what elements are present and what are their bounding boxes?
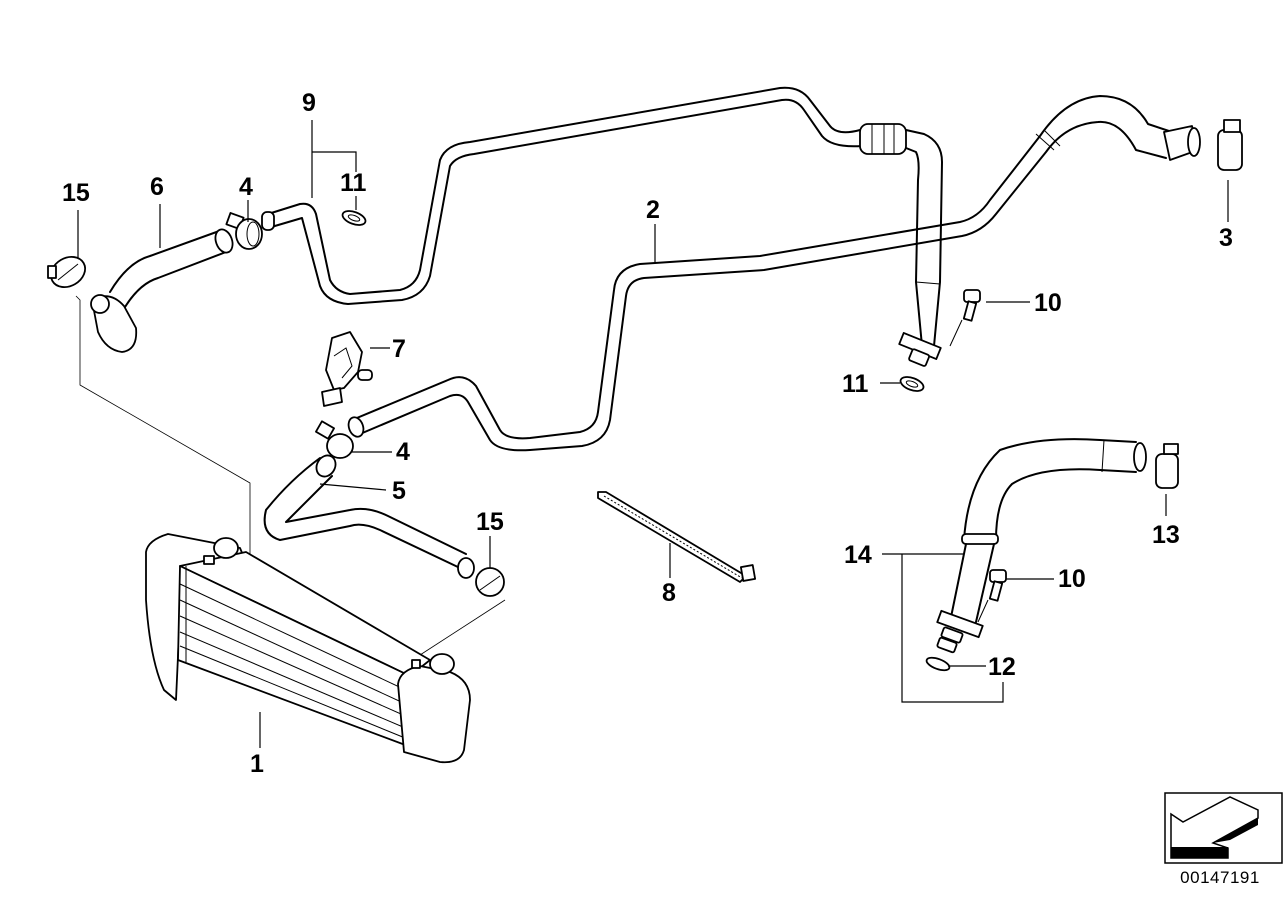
hose-clamp-upper[interactable] [225,212,263,250]
hose-clamp[interactable] [1217,119,1243,171]
hose-clamp-cooler[interactable] [475,567,505,597]
callout-6[interactable]: 6 [150,173,164,201]
oil-line-long[interactable] [346,95,1201,452]
screw-lower[interactable] [977,569,1007,623]
callout-2[interactable]: 2 [646,196,660,224]
oil-cooler[interactable] [145,533,471,764]
hose-upper[interactable] [90,227,236,353]
holder-bracket[interactable] [321,331,373,407]
hose-clamp-right[interactable] [1155,443,1179,489]
catalog-number: 00147191 [1180,868,1260,887]
screw-upper[interactable] [949,289,981,347]
callout-9[interactable]: 9 [302,89,316,117]
leader-lines [77,120,1229,748]
callout-11a[interactable]: 11 [340,169,367,197]
hose-clamp-left[interactable] [45,251,90,293]
callout-12[interactable]: 12 [988,653,1016,681]
cable-tie[interactable] [597,491,757,583]
o-ring[interactable] [925,655,951,673]
callout-4a[interactable]: 4 [239,173,253,201]
callout-15b[interactable]: 15 [476,508,504,536]
sealing-ring-lower[interactable] [899,374,926,393]
callout-1[interactable]: 1 [250,750,264,778]
oil-line-assembly[interactable] [936,438,1147,654]
callout-7[interactable]: 7 [392,335,406,363]
callout-10a[interactable]: 10 [1034,289,1062,317]
hose-lower[interactable] [263,452,475,579]
callout-11b[interactable]: 11 [842,370,869,398]
hose-clamp-lower[interactable] [315,420,354,459]
assembly-guide-lines [75,295,506,656]
callout-4b[interactable]: 4 [396,438,410,466]
callout-15a[interactable]: 15 [62,179,90,207]
direction-arrow-icon [1164,792,1283,864]
callout-10b[interactable]: 10 [1058,565,1086,593]
callout-3[interactable]: 3 [1219,224,1233,252]
sealing-ring-upper[interactable] [341,208,368,227]
callout-5[interactable]: 5 [392,477,406,505]
callout-8[interactable]: 8 [662,579,676,607]
callout-labels: 1 2 3 4 4 5 6 7 8 9 10 10 11 11 12 13 14… [62,89,1233,778]
oil-line-upper[interactable] [261,86,943,367]
callout-14[interactable]: 14 [844,541,872,569]
callout-13[interactable]: 13 [1152,521,1180,549]
